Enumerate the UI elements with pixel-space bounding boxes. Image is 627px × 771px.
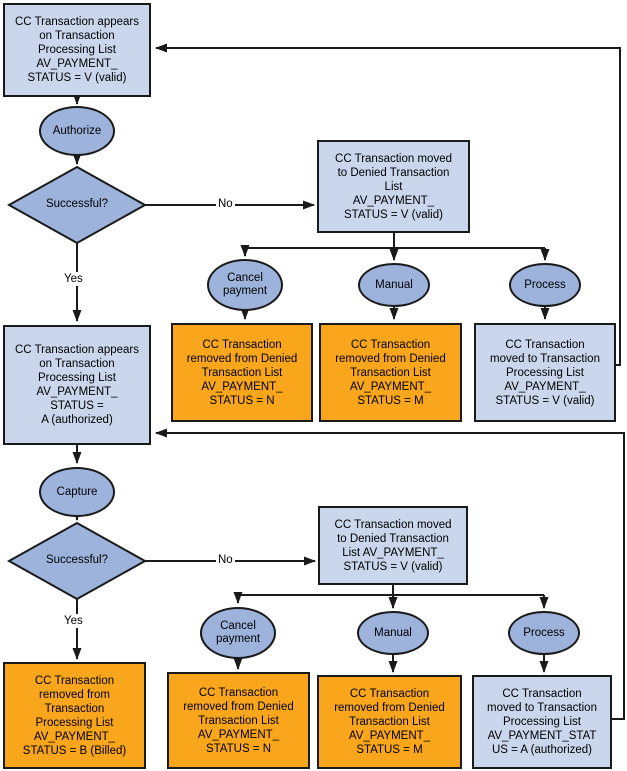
node-removed-denied-m-2: CC Transaction removed from Denied Trans… xyxy=(317,675,462,769)
node-removed-billed: CC Transaction removed from Transaction … xyxy=(3,662,146,769)
action-ellipse-manual-2: Manual xyxy=(357,611,429,655)
arrow-moveda-loop-to-authorizedbox xyxy=(155,428,625,720)
node-denied-transaction-list-1: CC Transaction moved to Denied Transacti… xyxy=(317,140,470,233)
arrow-movedv-loop-to-validbox xyxy=(155,43,621,366)
action-ellipse-cancel-payment-1: Cancel payment xyxy=(207,259,283,311)
node-removed-denied-n-2: CC Transaction removed from Denied Trans… xyxy=(167,672,310,769)
node-removed-denied-m-1: CC Transaction removed from Denied Trans… xyxy=(319,323,462,422)
action-ellipse-manual-1: Manual xyxy=(358,263,430,307)
node-moved-processing-authorized: CC Transaction moved to Transaction Proc… xyxy=(472,675,612,769)
node-removed-denied-n-1: CC Transaction removed from Denied Trans… xyxy=(171,323,313,422)
node-valid-processing-list: CC Transaction appears on Transaction Pr… xyxy=(3,3,151,97)
action-ellipse-process-1: Process xyxy=(509,263,581,307)
decision-diamond-authorize-successful xyxy=(6,165,148,245)
label-no-1: No xyxy=(216,197,235,211)
action-ellipse-process-2: Process xyxy=(508,611,580,655)
action-ellipse-capture: Capture xyxy=(39,467,115,517)
action-ellipse-cancel-payment-2: Cancel payment xyxy=(200,607,276,659)
node-moved-processing-valid: CC Transaction moved to Transaction Proc… xyxy=(474,323,616,422)
label-successful-2: Successful? xyxy=(45,554,108,566)
label-yes-1: Yes xyxy=(62,272,85,286)
node-authorized-processing-list: CC Transaction appears on Transaction Pr… xyxy=(3,325,151,445)
label-no-2: No xyxy=(216,553,235,567)
label-yes-2: Yes xyxy=(62,614,85,628)
action-ellipse-authorize: Authorize xyxy=(39,106,115,156)
node-denied-transaction-list-2: CC Transaction moved to Denied Transacti… xyxy=(318,506,468,585)
decision-diamond-capture-successful xyxy=(6,521,148,601)
label-successful-1: Successful? xyxy=(45,198,108,210)
